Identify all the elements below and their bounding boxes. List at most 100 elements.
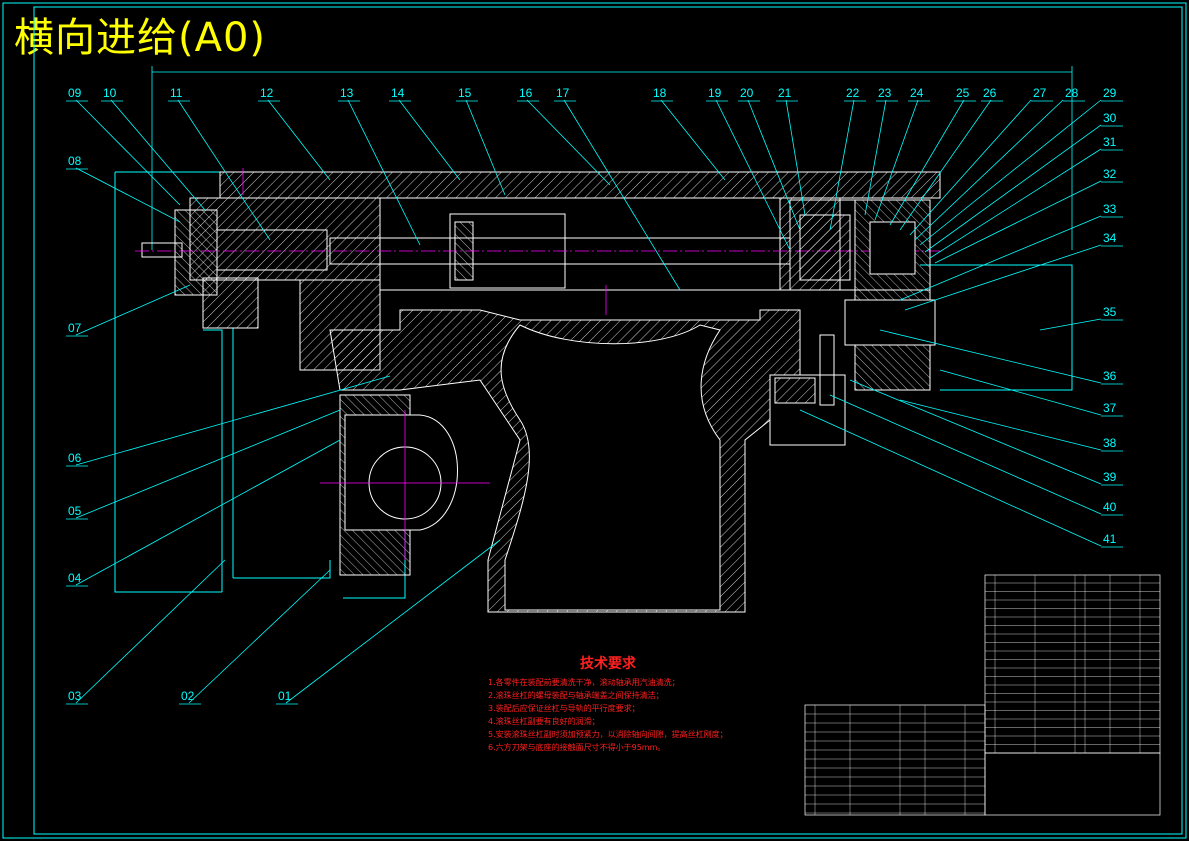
drawing-title: 横向进给(A0) <box>14 15 267 61</box>
callout-leader-29 <box>919 99 1102 246</box>
callout-label-32: 32 <box>1103 167 1117 181</box>
callout-leader-19 <box>715 99 791 251</box>
callout-leader-08 <box>75 167 181 223</box>
callout-label-14: 14 <box>391 86 405 100</box>
callout-labels: 01 02 03 04 05 06 07 08 09 10 11 12 13 14 15 16 17 18 19 20… <box>68 86 1117 703</box>
lower-casting <box>329 309 801 613</box>
callout-leader-20 <box>747 99 801 231</box>
callout-label-28: 28 <box>1065 86 1079 100</box>
callout-label-23: 23 <box>878 86 892 100</box>
callout-label-17: 17 <box>556 86 570 100</box>
callout-label-15: 15 <box>458 86 472 100</box>
callout-leader-13 <box>347 99 421 246</box>
callout-leader-09 <box>75 99 181 206</box>
callout-leader-40 <box>829 394 1102 515</box>
callout-label-10: 10 <box>103 86 117 100</box>
tech-requirement-line: 1.各零件在装配前要清洗干净，滚动轴承用汽油清洗； <box>488 677 680 687</box>
callout-label-25: 25 <box>956 86 970 100</box>
callout-label-16: 16 <box>519 86 533 100</box>
callout-leader-12 <box>267 99 331 181</box>
inner-border <box>33 6 1183 835</box>
top-dimension <box>151 66 1073 250</box>
tech-requirement-line: 6.六方刀架与底座的接触面尺寸不得小于95mm。 <box>488 742 665 752</box>
callout-leader-24 <box>874 99 919 221</box>
callout-label-01: 01 <box>278 689 292 703</box>
callout-label-21: 21 <box>778 86 792 100</box>
callout-label-24: 24 <box>910 86 924 100</box>
callout-leader-17 <box>563 99 681 291</box>
callout-leader-39 <box>849 379 1102 485</box>
callout-leader-01 <box>285 539 501 704</box>
callout-label-05: 05 <box>68 504 82 518</box>
upper-carriage <box>189 171 941 371</box>
left-bearing-block <box>141 209 328 329</box>
parts-list <box>804 574 1161 816</box>
callout-leader-22 <box>829 99 855 231</box>
tech-requirement-line: 5.安装滚珠丝杠副时须加预紧力，以消除轴向间隙，提高丝杠刚度； <box>488 729 728 739</box>
tech-requirements-block: 技术要求 1.各零件在装配前要清洗干净，滚动轴承用汽油清洗；2.滚珠丝杠的螺母装… <box>488 655 728 752</box>
callout-leader-34 <box>904 244 1102 311</box>
callout-label-38: 38 <box>1103 436 1117 450</box>
callout-leader-11 <box>177 99 271 241</box>
right-bearing-housing <box>789 199 936 391</box>
callout-label-02: 02 <box>181 689 195 703</box>
callout-leader-25 <box>889 99 965 226</box>
callout-leader-26 <box>899 99 992 231</box>
callout-label-13: 13 <box>340 86 354 100</box>
tech-requirements-heading: 技术要求 <box>580 655 637 672</box>
callout-label-06: 06 <box>68 451 82 465</box>
callout-leader-02 <box>188 569 331 704</box>
callout-label-08: 08 <box>68 154 82 168</box>
callout-label-37: 37 <box>1103 401 1117 415</box>
callout-leader-05 <box>75 409 341 519</box>
callout-label-22: 22 <box>846 86 860 100</box>
callout-label-35: 35 <box>1103 305 1117 319</box>
callout-leader-36 <box>879 329 1102 384</box>
callout-label-04: 04 <box>68 571 82 585</box>
callout-leader-28 <box>914 99 1064 241</box>
callout-label-30: 30 <box>1103 111 1117 125</box>
callout-leader-14 <box>398 99 461 181</box>
callout-label-19: 19 <box>708 86 722 100</box>
callout-label-11: 11 <box>170 86 183 100</box>
callout-label-03: 03 <box>68 689 82 703</box>
lower-right-block <box>769 334 846 446</box>
callout-leader-38 <box>899 399 1102 451</box>
callout-leader-27 <box>909 99 1032 236</box>
callout-leader-30 <box>924 124 1102 253</box>
tech-requirement-line: 3.装配后应保证丝杠与导轨的平行度要求； <box>488 703 640 713</box>
callout-leader-37 <box>939 369 1102 416</box>
callout-leader-04 <box>75 439 341 586</box>
callout-leader-06 <box>75 375 391 466</box>
callout-label-39: 39 <box>1103 470 1117 484</box>
callout-label-20: 20 <box>740 86 754 100</box>
callout-leader-31 <box>929 148 1102 259</box>
callout-label-09: 09 <box>68 86 82 100</box>
parts-list-rows <box>805 575 1160 815</box>
callout-leader-32 <box>934 180 1102 264</box>
callout-label-26: 26 <box>983 86 997 100</box>
callout-leader-15 <box>465 99 506 196</box>
callout-label-27: 27 <box>1033 86 1047 100</box>
callout-leader-18 <box>660 99 726 181</box>
tech-requirements-lines: 1.各零件在装配前要清洗干净，滚动轴承用汽油清洗；2.滚珠丝杠的螺母装配与轴承端… <box>488 677 728 752</box>
callout-leader-07 <box>75 284 191 336</box>
callout-leader-16 <box>526 99 611 186</box>
callout-label-34: 34 <box>1103 231 1117 245</box>
callout-leader-23 <box>864 99 887 216</box>
tech-requirement-line: 4.滚珠丝杠副要有良好的润滑； <box>488 716 600 726</box>
callout-label-07: 07 <box>68 321 82 335</box>
callout-label-36: 36 <box>1103 369 1117 383</box>
callout-leader-35 <box>1039 318 1102 331</box>
callout-label-29: 29 <box>1103 86 1117 100</box>
callout-label-41: 41 <box>1103 532 1117 546</box>
callout-leaders <box>66 99 1123 705</box>
center-marks <box>242 168 607 560</box>
callout-label-12: 12 <box>260 86 274 100</box>
callout-label-31: 31 <box>1103 135 1117 149</box>
callout-label-33: 33 <box>1103 202 1117 216</box>
callout-label-18: 18 <box>653 86 667 100</box>
callout-leader-41 <box>799 409 1102 547</box>
